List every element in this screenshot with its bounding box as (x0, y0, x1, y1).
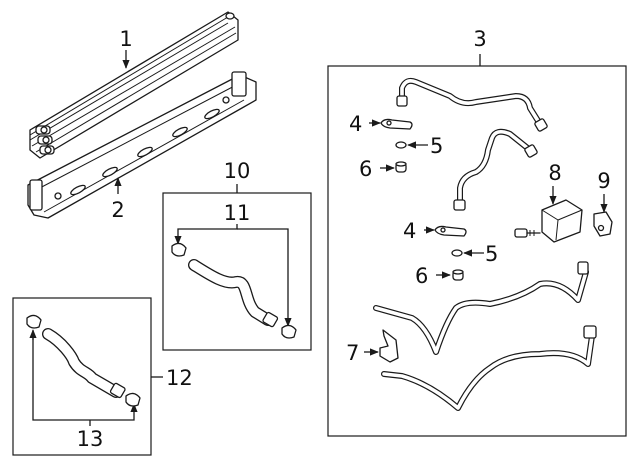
callout-5b: 5 (485, 242, 498, 266)
callout-5a: 5 (430, 134, 443, 158)
callout-13: 13 (77, 427, 104, 451)
callout-6a: 6 (359, 157, 372, 181)
callout-3: 3 (473, 27, 486, 51)
cooler-line-upper (396, 77, 548, 132)
hose-clamp-upper-b (26, 314, 42, 329)
callout-10: 10 (224, 159, 251, 183)
cooler-lines-box (327, 65, 627, 437)
cooler-bracket (27, 71, 257, 219)
mounting-bolt (514, 228, 541, 238)
callout-6b: 6 (415, 264, 428, 288)
callout-1: 1 (119, 27, 132, 51)
hose-clamp-upper-a (171, 242, 187, 257)
washer-lower (451, 249, 463, 257)
hose-clamp-lower-b (125, 392, 141, 407)
callout-2: 2 (111, 198, 124, 222)
cooler-line-middle (453, 128, 538, 211)
line-clip (593, 211, 613, 237)
seal-lower (452, 269, 464, 281)
callout-4b: 4 (403, 219, 416, 243)
callout-8: 8 (548, 161, 561, 185)
callout-7: 7 (346, 341, 359, 365)
cooler-fitting-end (35, 125, 55, 155)
washer-upper (395, 141, 407, 149)
oil-cooler (29, 11, 239, 159)
hose-clamp-lower-a (281, 324, 297, 339)
line-retainer-upper (380, 118, 413, 130)
cooler-line-lower-b (381, 325, 597, 411)
callout-11: 11 (224, 201, 251, 225)
callout-12: 12 (166, 366, 193, 390)
seal-upper (395, 161, 407, 173)
cooler-line-lower-a (373, 261, 589, 355)
line-bracket (379, 329, 399, 363)
line-retainer-lower (434, 225, 467, 237)
line-connector-block (541, 199, 583, 243)
cooler-hose-a (188, 259, 279, 328)
cooler-hose-b (42, 328, 126, 399)
callout-4a: 4 (349, 112, 362, 136)
callout-9: 9 (597, 169, 610, 193)
